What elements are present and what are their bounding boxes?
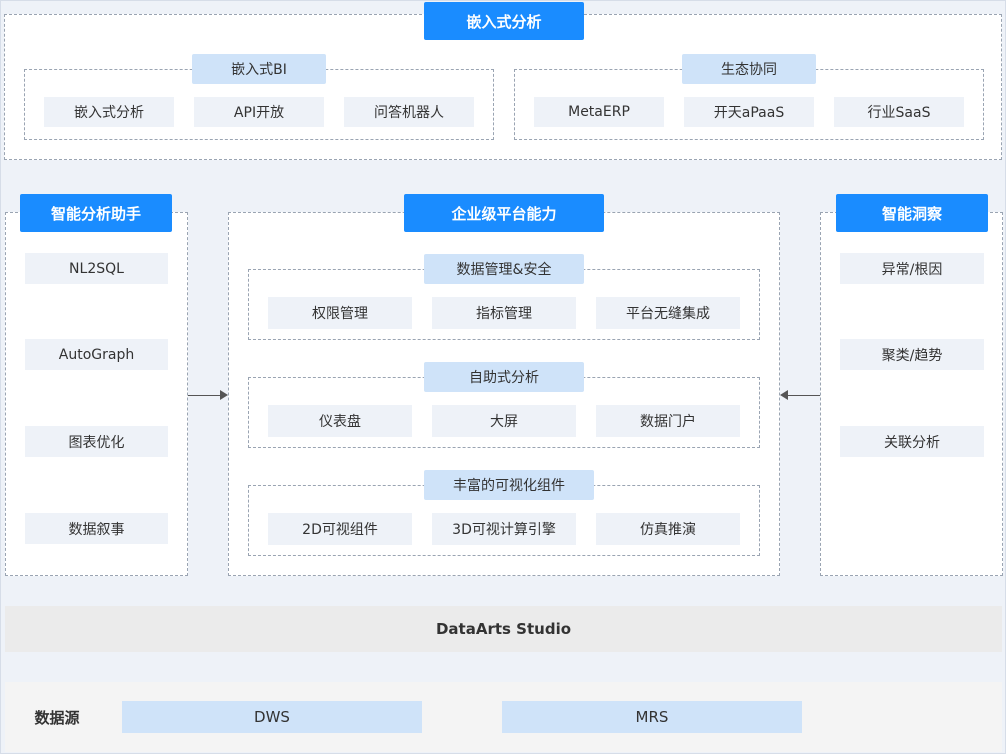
assistant-item: 图表优化: [25, 426, 168, 457]
self-service-title: 自助式分析: [424, 362, 584, 392]
insight-item: 聚类/趋势: [840, 339, 984, 370]
embedded-bi-item: 问答机器人: [344, 97, 474, 127]
data-management-item: 平台无缝集成: [596, 297, 740, 329]
enterprise-platform-title: 企业级平台能力: [404, 194, 604, 232]
arrow-right-to-center: [788, 395, 820, 396]
ecosystem-item: 行业SaaS: [834, 97, 964, 127]
ecosystem-item: MetaERP: [534, 97, 664, 127]
visual-components-item: 3D可视计算引擎: [432, 513, 576, 545]
insight-item: 异常/根因: [840, 253, 984, 284]
datasource-item-mrs: MRS: [502, 701, 802, 733]
smart-insight-title: 智能洞察: [836, 194, 988, 232]
arrow-left-head: [780, 390, 788, 400]
data-management-title: 数据管理&安全: [424, 254, 584, 284]
embedded-bi-title: 嵌入式BI: [192, 54, 326, 84]
self-service-item: 仪表盘: [268, 405, 412, 437]
dataarts-studio-bar: DataArts Studio: [5, 606, 1002, 652]
assistant-item: AutoGraph: [25, 339, 168, 370]
visual-components-item: 仿真推演: [596, 513, 740, 545]
arrow-left-to-center: [188, 395, 220, 396]
visual-components-title: 丰富的可视化组件: [424, 470, 594, 500]
data-management-item: 指标管理: [432, 297, 576, 329]
embedded-analytics-title: 嵌入式分析: [424, 2, 584, 40]
visual-components-item: 2D可视组件: [268, 513, 412, 545]
embedded-bi-item: API开放: [194, 97, 324, 127]
self-service-item: 数据门户: [596, 405, 740, 437]
self-service-item: 大屏: [432, 405, 576, 437]
embedded-bi-item: 嵌入式分析: [44, 97, 174, 127]
assistant-item: 数据叙事: [25, 513, 168, 544]
arrow-right-head: [220, 390, 228, 400]
ecosystem-title: 生态协同: [682, 54, 816, 84]
datasource-label: 数据源: [34, 708, 80, 727]
data-management-item: 权限管理: [268, 297, 412, 329]
smart-assistant-title: 智能分析助手: [20, 194, 172, 232]
insight-item: 关联分析: [840, 426, 984, 457]
ecosystem-item: 开天aPaaS: [684, 97, 814, 127]
datasource-item-dws: DWS: [122, 701, 422, 733]
assistant-item: NL2SQL: [25, 253, 168, 284]
